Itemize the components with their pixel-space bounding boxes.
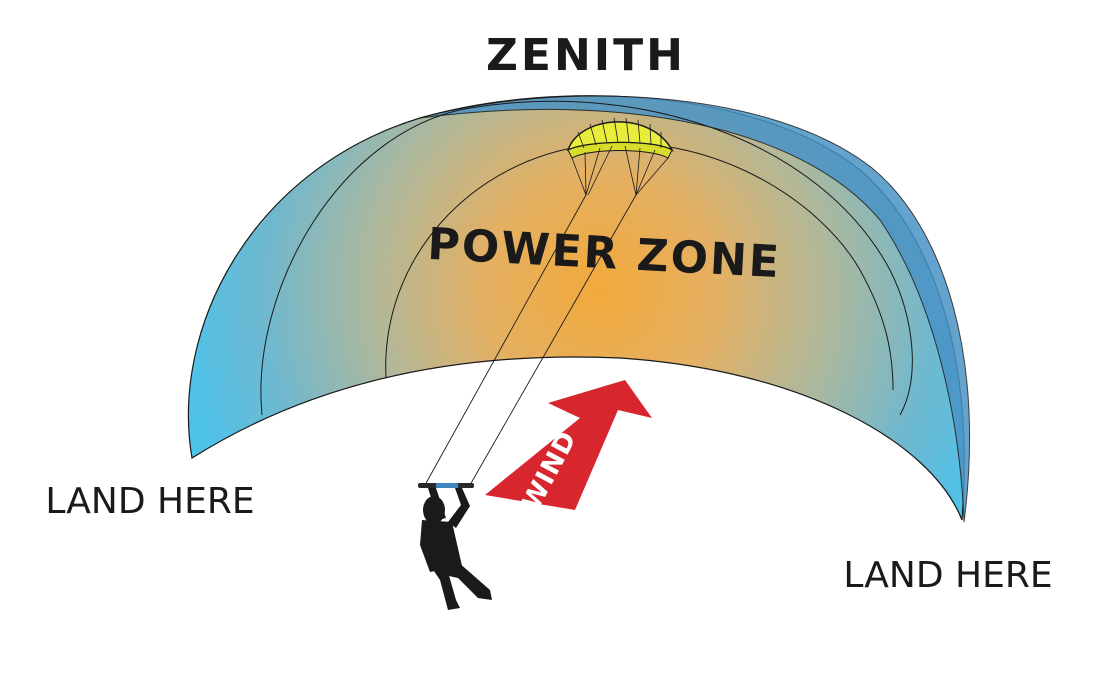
- land-here-right-label: LAND HERE: [843, 555, 1052, 596]
- dome-rim: [419, 95, 971, 523]
- outer-arc-line: [260, 100, 913, 416]
- zenith-label: ZENITH: [486, 30, 686, 81]
- land-here-left-label: LAND HERE: [45, 481, 254, 522]
- wind-window-dome: [187, 95, 971, 523]
- kite-icon: [566, 117, 674, 196]
- inner-arc-line: [385, 142, 894, 391]
- kitesurfer-icon: [418, 483, 492, 610]
- wind-arrow-icon: WIND: [485, 380, 652, 516]
- flying-lines: [424, 194, 637, 486]
